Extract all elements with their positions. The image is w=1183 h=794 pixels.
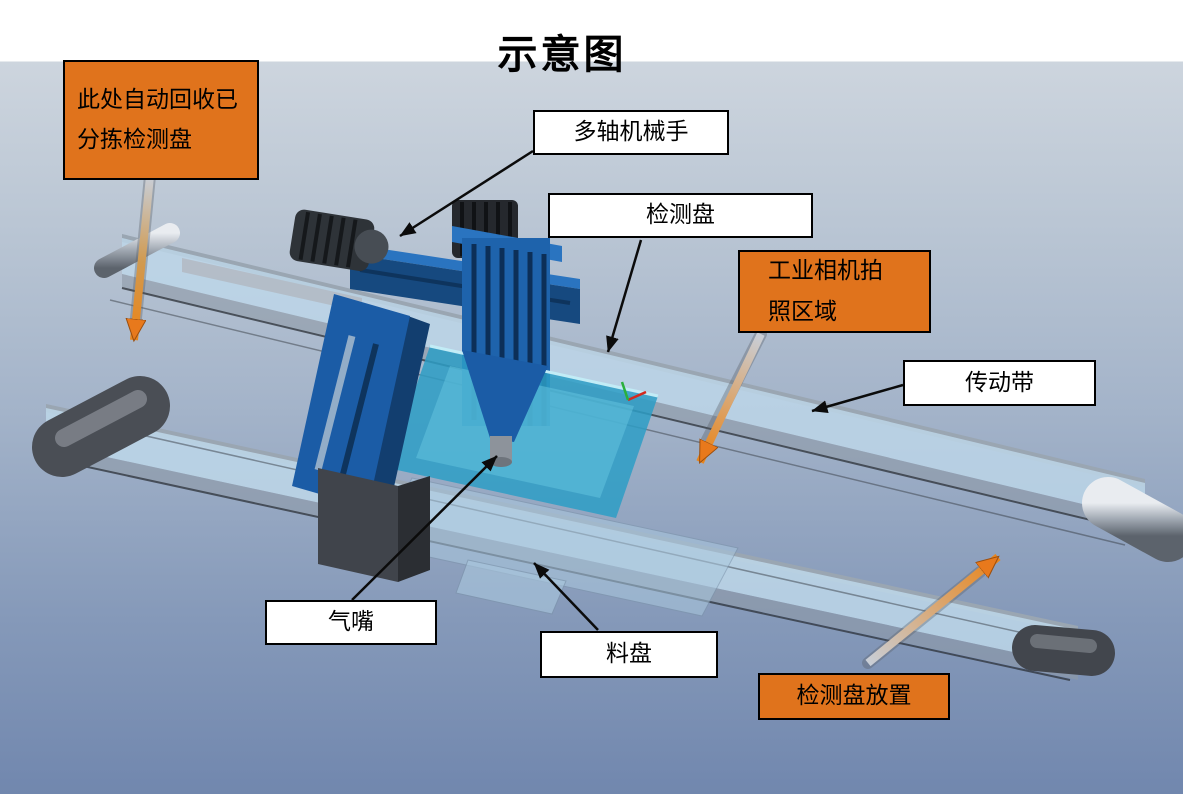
material-tray-model [455, 559, 567, 615]
callout-conveyor-belt-label: 传动带 [965, 369, 1034, 396]
callout-recycle-area-line1: 此处自动回收已 [77, 86, 238, 113]
callout-multi-axis-arm-label: 多轴机械手 [573, 119, 689, 146]
callout-air-nozzle-label: 气嘴 [328, 609, 374, 636]
base-box [318, 468, 430, 582]
annotation-arrows [134, 149, 1001, 669]
arrow-detection-tray [606, 239, 643, 353]
callout-recycle-area: 此处自动回收已 分拣检测盘 [63, 60, 259, 180]
callout-recycle-area-line2: 分拣检测盘 [77, 127, 192, 153]
callout-multi-axis-arm: 多轴机械手 [533, 110, 729, 155]
roller-rear-right [1082, 477, 1183, 562]
callout-material-tray: 料盘 [540, 631, 718, 678]
arrow-conveyor-belt [811, 383, 904, 413]
callout-tray-placement-label: 检测盘放置 [796, 683, 912, 710]
callout-conveyor-belt: 传动带 [903, 360, 1096, 406]
callout-camera-area-line2: 照区域 [768, 298, 837, 325]
arrow-air-nozzle [351, 455, 498, 601]
page-title: 示意图 [497, 32, 627, 78]
arrow-camera-direction [696, 332, 765, 462]
callout-material-tray-label: 料盘 [606, 641, 652, 668]
arrow-material-tray [533, 562, 599, 631]
callout-camera-area: 工业相机拍 照区域 [738, 250, 931, 333]
diagonal-arm [292, 294, 430, 514]
roller-front-right-highlight [1030, 634, 1097, 653]
arrow-tray-placement-direction [865, 553, 1001, 667]
arrow-recycle-direction [134, 175, 154, 340]
motor-left [289, 209, 389, 271]
roller-axle-rear-left [94, 223, 180, 278]
callout-air-nozzle: 气嘴 [265, 600, 437, 645]
arrow-multi-axis-arm [399, 149, 534, 238]
detection-tray-model [388, 344, 659, 518]
callout-tray-placement: 检测盘放置 [758, 673, 950, 720]
callout-detection-tray: 检测盘 [548, 193, 813, 238]
robot-assembly [182, 200, 659, 582]
callout-camera-area-line1: 工业相机拍 [768, 258, 883, 285]
callout-detection-tray-label: 检测盘 [646, 202, 715, 229]
roller-front-left-highlight [55, 390, 147, 447]
gantry-left-rail [182, 258, 362, 312]
coordinate-axes-icon [620, 381, 647, 402]
